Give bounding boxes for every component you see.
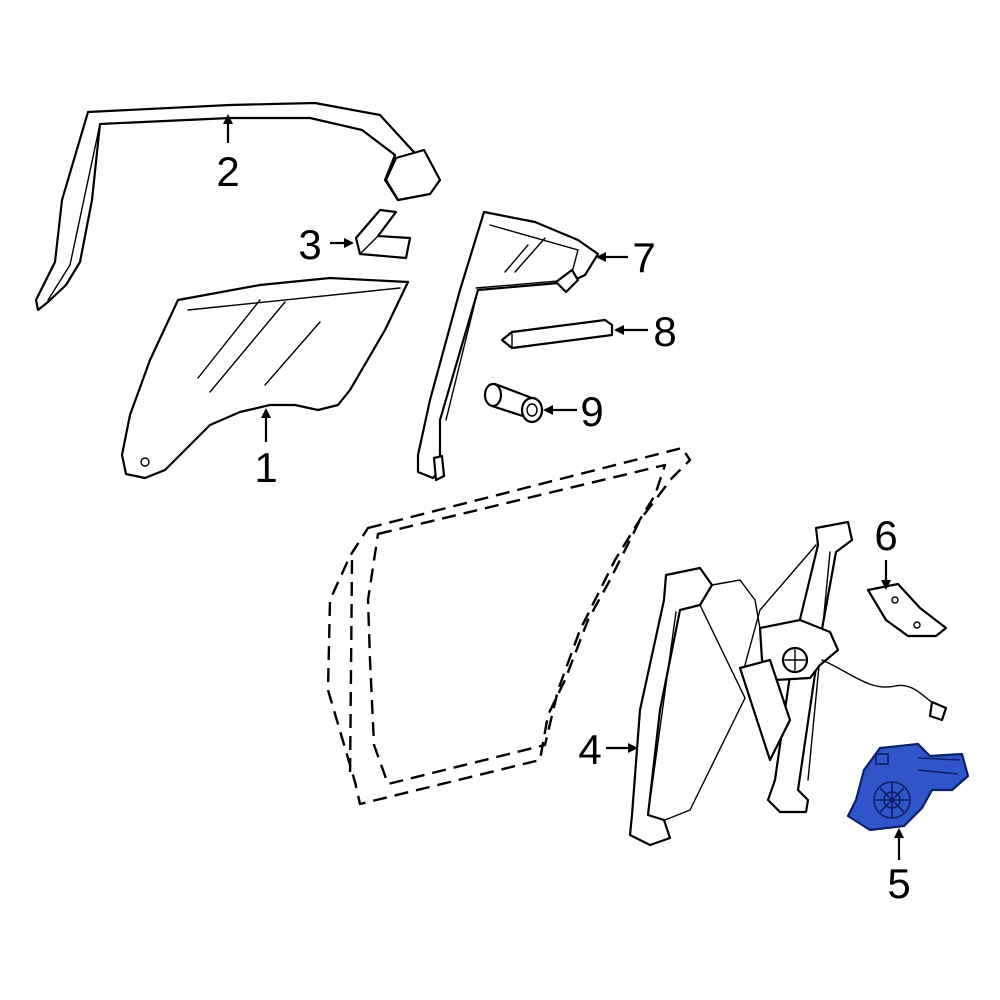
part-3-bracket[interactable] (354, 208, 412, 260)
callout-8[interactable]: 8 (653, 308, 676, 355)
part-5-window-motor[interactable] (846, 742, 970, 832)
callout-5[interactable]: 5 (887, 860, 910, 907)
part-6-mounting-bracket[interactable] (866, 582, 948, 638)
callout-6[interactable]: 6 (874, 512, 897, 559)
leader-lines (223, 114, 904, 860)
door-shell-outline (326, 446, 692, 806)
callout-1[interactable]: 1 (254, 444, 277, 491)
callout-labels: 2 3 1 7 8 9 4 6 5 (216, 148, 910, 907)
part-9-bushing[interactable] (483, 382, 544, 424)
part-8-seal-strip[interactable] (500, 318, 614, 350)
part-2-frame-molding[interactable] (34, 101, 442, 312)
callout-3[interactable]: 3 (298, 221, 321, 268)
callout-2[interactable]: 2 (216, 148, 239, 195)
part-4-window-regulator[interactable] (628, 520, 948, 847)
callout-4[interactable]: 4 (578, 726, 601, 773)
part-1-door-glass[interactable] (120, 276, 410, 480)
callout-9[interactable]: 9 (580, 388, 603, 435)
part-7-quarter-glass-channel[interactable] (416, 210, 600, 482)
callout-7[interactable]: 7 (632, 234, 655, 281)
